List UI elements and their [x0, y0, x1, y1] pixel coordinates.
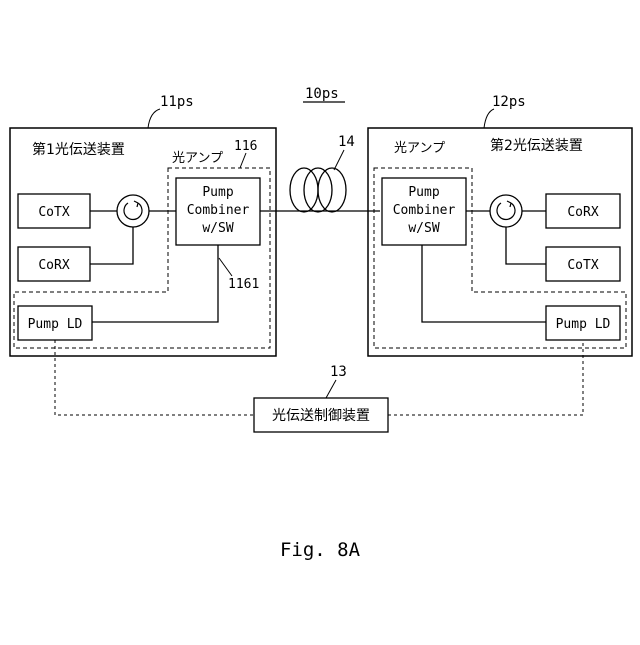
- left-combiner-line-2: Combiner: [187, 203, 250, 218]
- left-corx-label: CoRX: [38, 258, 69, 273]
- right-device-leader: [484, 109, 494, 128]
- right-transmission-device: 12ps 第2光伝送装置 光アンプ Pump Combiner w/SW CoR…: [368, 94, 632, 356]
- control-link-left: [55, 340, 254, 415]
- left-device-title: 第1光伝送装置: [32, 141, 125, 158]
- left-pump-ld-to-combiner: [92, 245, 218, 322]
- right-cotx-label: CoTX: [567, 258, 598, 273]
- left-switch-ref: 1161: [228, 277, 259, 292]
- left-device-ref: 11ps: [160, 94, 194, 110]
- left-amp-ref: 116: [234, 139, 257, 154]
- right-circulator-icon: [490, 195, 522, 227]
- left-transmission-device: 11ps 第1光伝送装置 光アンプ 116 CoTX CoRX Pump Com…: [10, 94, 276, 356]
- figure-caption: Fig. 8A: [280, 539, 361, 561]
- right-corx-label: CoRX: [567, 205, 598, 220]
- control-link-right: [388, 340, 583, 415]
- left-amp-leader: [240, 153, 246, 168]
- right-combiner-line-1: Pump: [408, 185, 439, 200]
- left-pump-ld-label: Pump LD: [28, 317, 83, 332]
- right-combiner-line-2: Combiner: [393, 203, 456, 218]
- left-combiner-line-1: Pump: [202, 185, 233, 200]
- left-circulator-to-corx: [90, 227, 133, 264]
- right-pump-ld-to-combiner: [422, 245, 546, 322]
- right-pump-ld-label: Pump LD: [556, 317, 611, 332]
- controller-label: 光伝送制御装置: [272, 408, 370, 424]
- controller-ref: 13: [330, 364, 347, 380]
- left-device-leader: [148, 109, 160, 128]
- controller-leader: [326, 380, 336, 398]
- right-device-title: 第2光伝送装置: [490, 137, 583, 154]
- fiber-leader: [334, 150, 344, 170]
- transmission-controller: 光伝送制御装置 13: [55, 340, 583, 432]
- left-combiner-line-3: w/SW: [202, 221, 233, 236]
- right-amp-label: 光アンプ: [394, 141, 445, 156]
- fiber-span: 14: [260, 134, 380, 212]
- right-circulator-to-cotx: [506, 227, 546, 264]
- system-label: 10ps: [305, 86, 339, 102]
- fiber-ref: 14: [338, 134, 355, 150]
- right-device-ref: 12ps: [492, 94, 526, 110]
- right-combiner-line-3: w/SW: [408, 221, 439, 236]
- left-cotx-label: CoTX: [38, 205, 69, 220]
- left-circulator-icon: [117, 195, 149, 227]
- left-amp-label: 光アンプ: [172, 151, 223, 166]
- left-switch-leader: [219, 258, 232, 276]
